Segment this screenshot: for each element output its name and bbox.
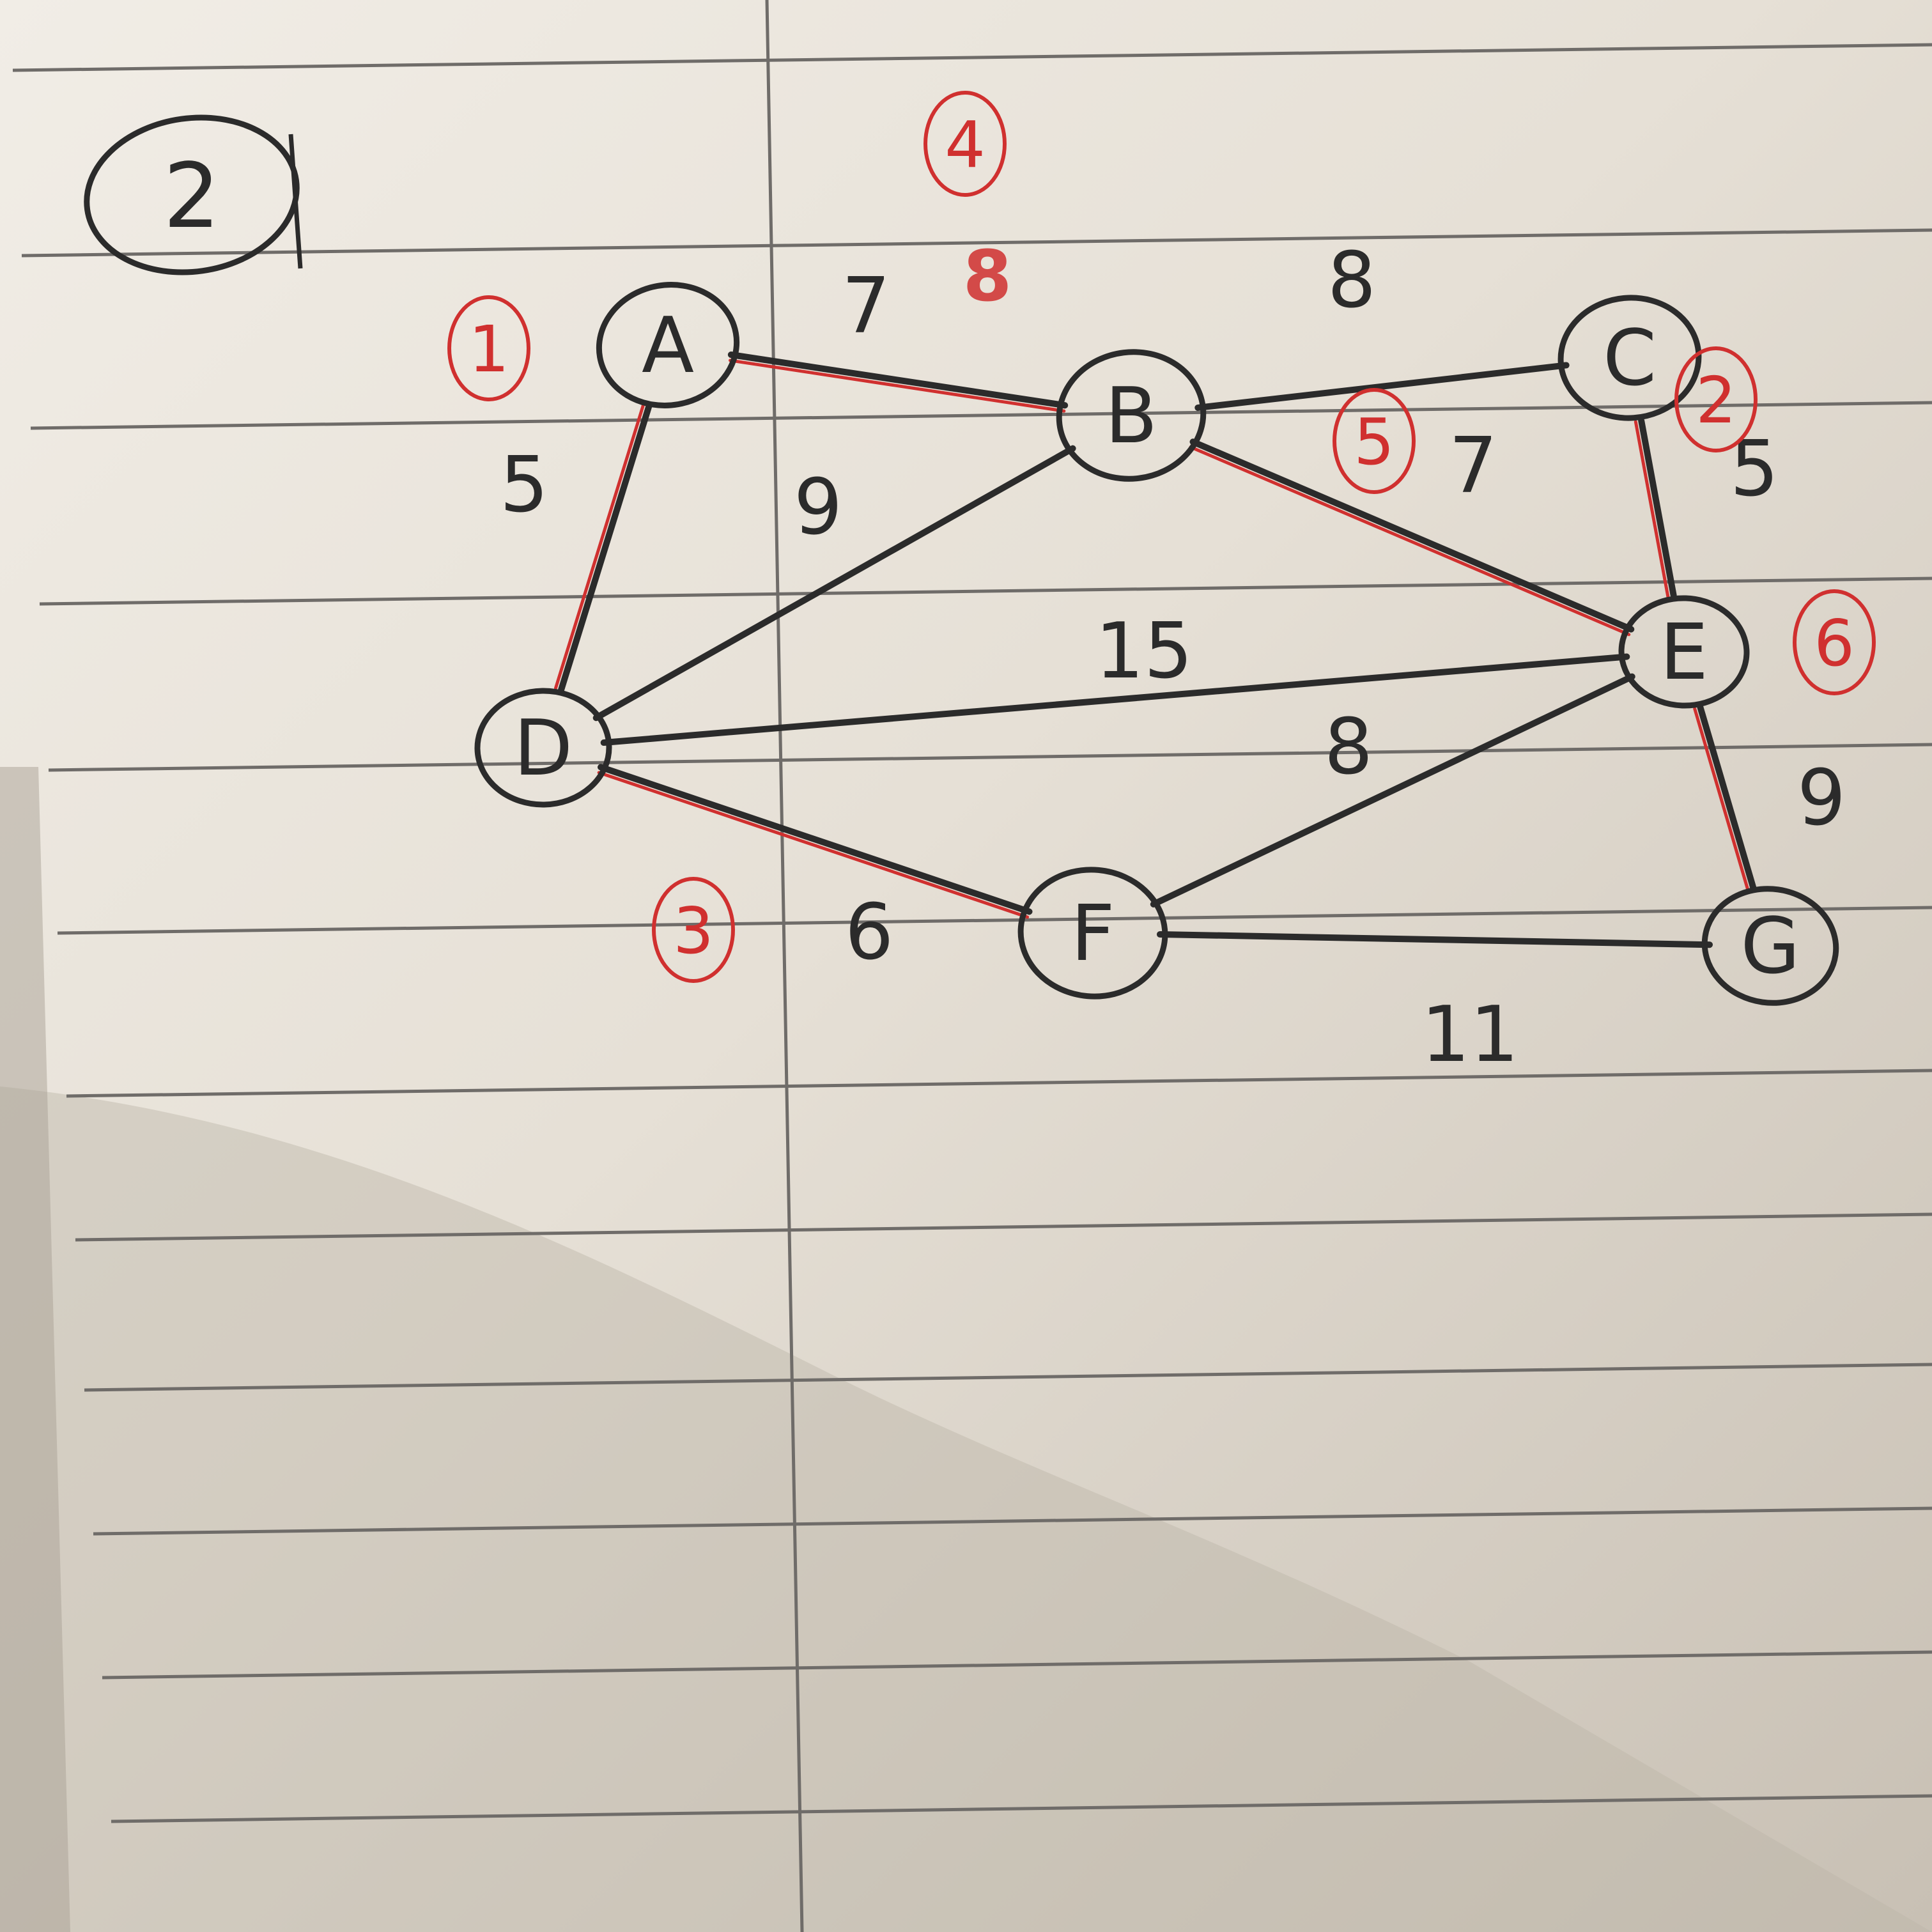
edge-B-D [592, 445, 1076, 722]
margin-line [765, 0, 804, 1932]
edge-C-E [1638, 417, 1677, 599]
order-number: 6 [1814, 606, 1855, 681]
edge-weight-B-C: 8 [1327, 236, 1376, 325]
edge-E-F [1150, 673, 1635, 908]
order-number: 2 [1696, 363, 1736, 438]
section-number-mark: 2 [84, 114, 303, 275]
node-circle [1701, 886, 1839, 1006]
ruled-line [111, 1794, 1932, 1823]
ruled-line [48, 743, 1932, 772]
edge-E-G [1697, 704, 1757, 891]
node-A: A [596, 282, 740, 408]
edge-weight-B-E: 7 [1449, 422, 1497, 511]
node-label: G [1741, 902, 1800, 991]
order-circle [447, 295, 530, 401]
ruled-line [39, 576, 1932, 606]
node-label: E [1660, 608, 1708, 697]
node-circle [474, 688, 612, 808]
order-circle [923, 91, 1007, 197]
edge-weight-E-F: 8 [1324, 703, 1373, 792]
edge-weight-E-G: 9 [1797, 754, 1846, 843]
node-label: F [1070, 890, 1115, 978]
order-circle [1674, 346, 1758, 452]
node-D: D [474, 688, 612, 808]
left-shadow-strip [0, 767, 70, 1932]
selected-edge-mark-C-E [1634, 420, 1670, 598]
edge-weight-C-E: 5 [1730, 425, 1779, 514]
edge-weight-D-F: 6 [845, 888, 893, 977]
scribble-mark: 8 [963, 235, 1012, 317]
ruled-line [93, 1506, 1932, 1536]
ruled-lines [12, 43, 1932, 1823]
order-mark-B-E: 5 [1333, 388, 1416, 494]
order-mark-D-F: 3 [652, 877, 735, 983]
hand-shadow [0, 1086, 1932, 1932]
edge-weight-A-B: 7 [842, 262, 890, 351]
edge-D-F [598, 764, 1033, 915]
edge-weight-B-D: 9 [794, 463, 842, 552]
node-label: A [642, 302, 694, 390]
order-number: 5 [1354, 405, 1395, 479]
ruled-line [66, 1069, 1932, 1098]
ruled-line [57, 906, 1932, 935]
node-B: B [1056, 349, 1207, 482]
graph-edges [553, 352, 1757, 948]
ruled-line [102, 1650, 1932, 1680]
ruled-line [30, 401, 1932, 430]
order-circle [1333, 388, 1416, 494]
order-number: 3 [673, 893, 714, 968]
selected-edge-mark-E-G [1693, 707, 1750, 891]
edge-B-E [1189, 438, 1635, 633]
ruled-line [12, 43, 1932, 72]
order-mark-C-E: 2 [1674, 346, 1758, 452]
order-number: 1 [468, 312, 509, 387]
node-label: B [1105, 372, 1157, 461]
order-number: 4 [945, 107, 985, 182]
node-E: E [1618, 595, 1750, 709]
edge-weight-D-E: 15 [1095, 607, 1193, 696]
node-F: F [1017, 867, 1168, 1000]
node-circle [1017, 867, 1168, 1000]
order-mark-E-G: 6 [1793, 589, 1876, 695]
edge-D-E [600, 653, 1630, 746]
node-circle [596, 282, 740, 408]
section-number: 2 [163, 144, 220, 249]
node-circle [1618, 595, 1750, 709]
edge-F-G [1156, 931, 1713, 948]
edge-A-D [558, 403, 653, 693]
selected-edge-mark-A-B [729, 359, 1066, 413]
selected-edge-mark-B-E [1189, 445, 1631, 637]
selected-edge-mark-A-D [553, 403, 645, 690]
ruled-line [84, 1363, 1932, 1392]
edge-A-B [727, 352, 1069, 409]
edge-B-C [1194, 362, 1570, 411]
node-circle [1056, 349, 1207, 482]
order-mark-A-D: 1 [447, 295, 530, 401]
edge-weight-A-D: 5 [500, 441, 548, 530]
selected-edge-mark-D-F [597, 771, 1030, 919]
ruled-line [75, 1212, 1932, 1242]
order-circle [1793, 589, 1876, 695]
order-circle [652, 877, 735, 983]
edge-weight-F-G: 11 [1421, 991, 1519, 1079]
node-label: D [514, 704, 573, 793]
order-mark-A-B: 4 [923, 91, 1007, 197]
section-number-tail [288, 134, 303, 269]
node-G: G [1701, 886, 1839, 1006]
ruled-line [21, 228, 1932, 258]
node-C: C [1557, 295, 1702, 421]
graph-nodes: A B C D E F G [474, 282, 1839, 1006]
node-label: C [1603, 314, 1657, 403]
